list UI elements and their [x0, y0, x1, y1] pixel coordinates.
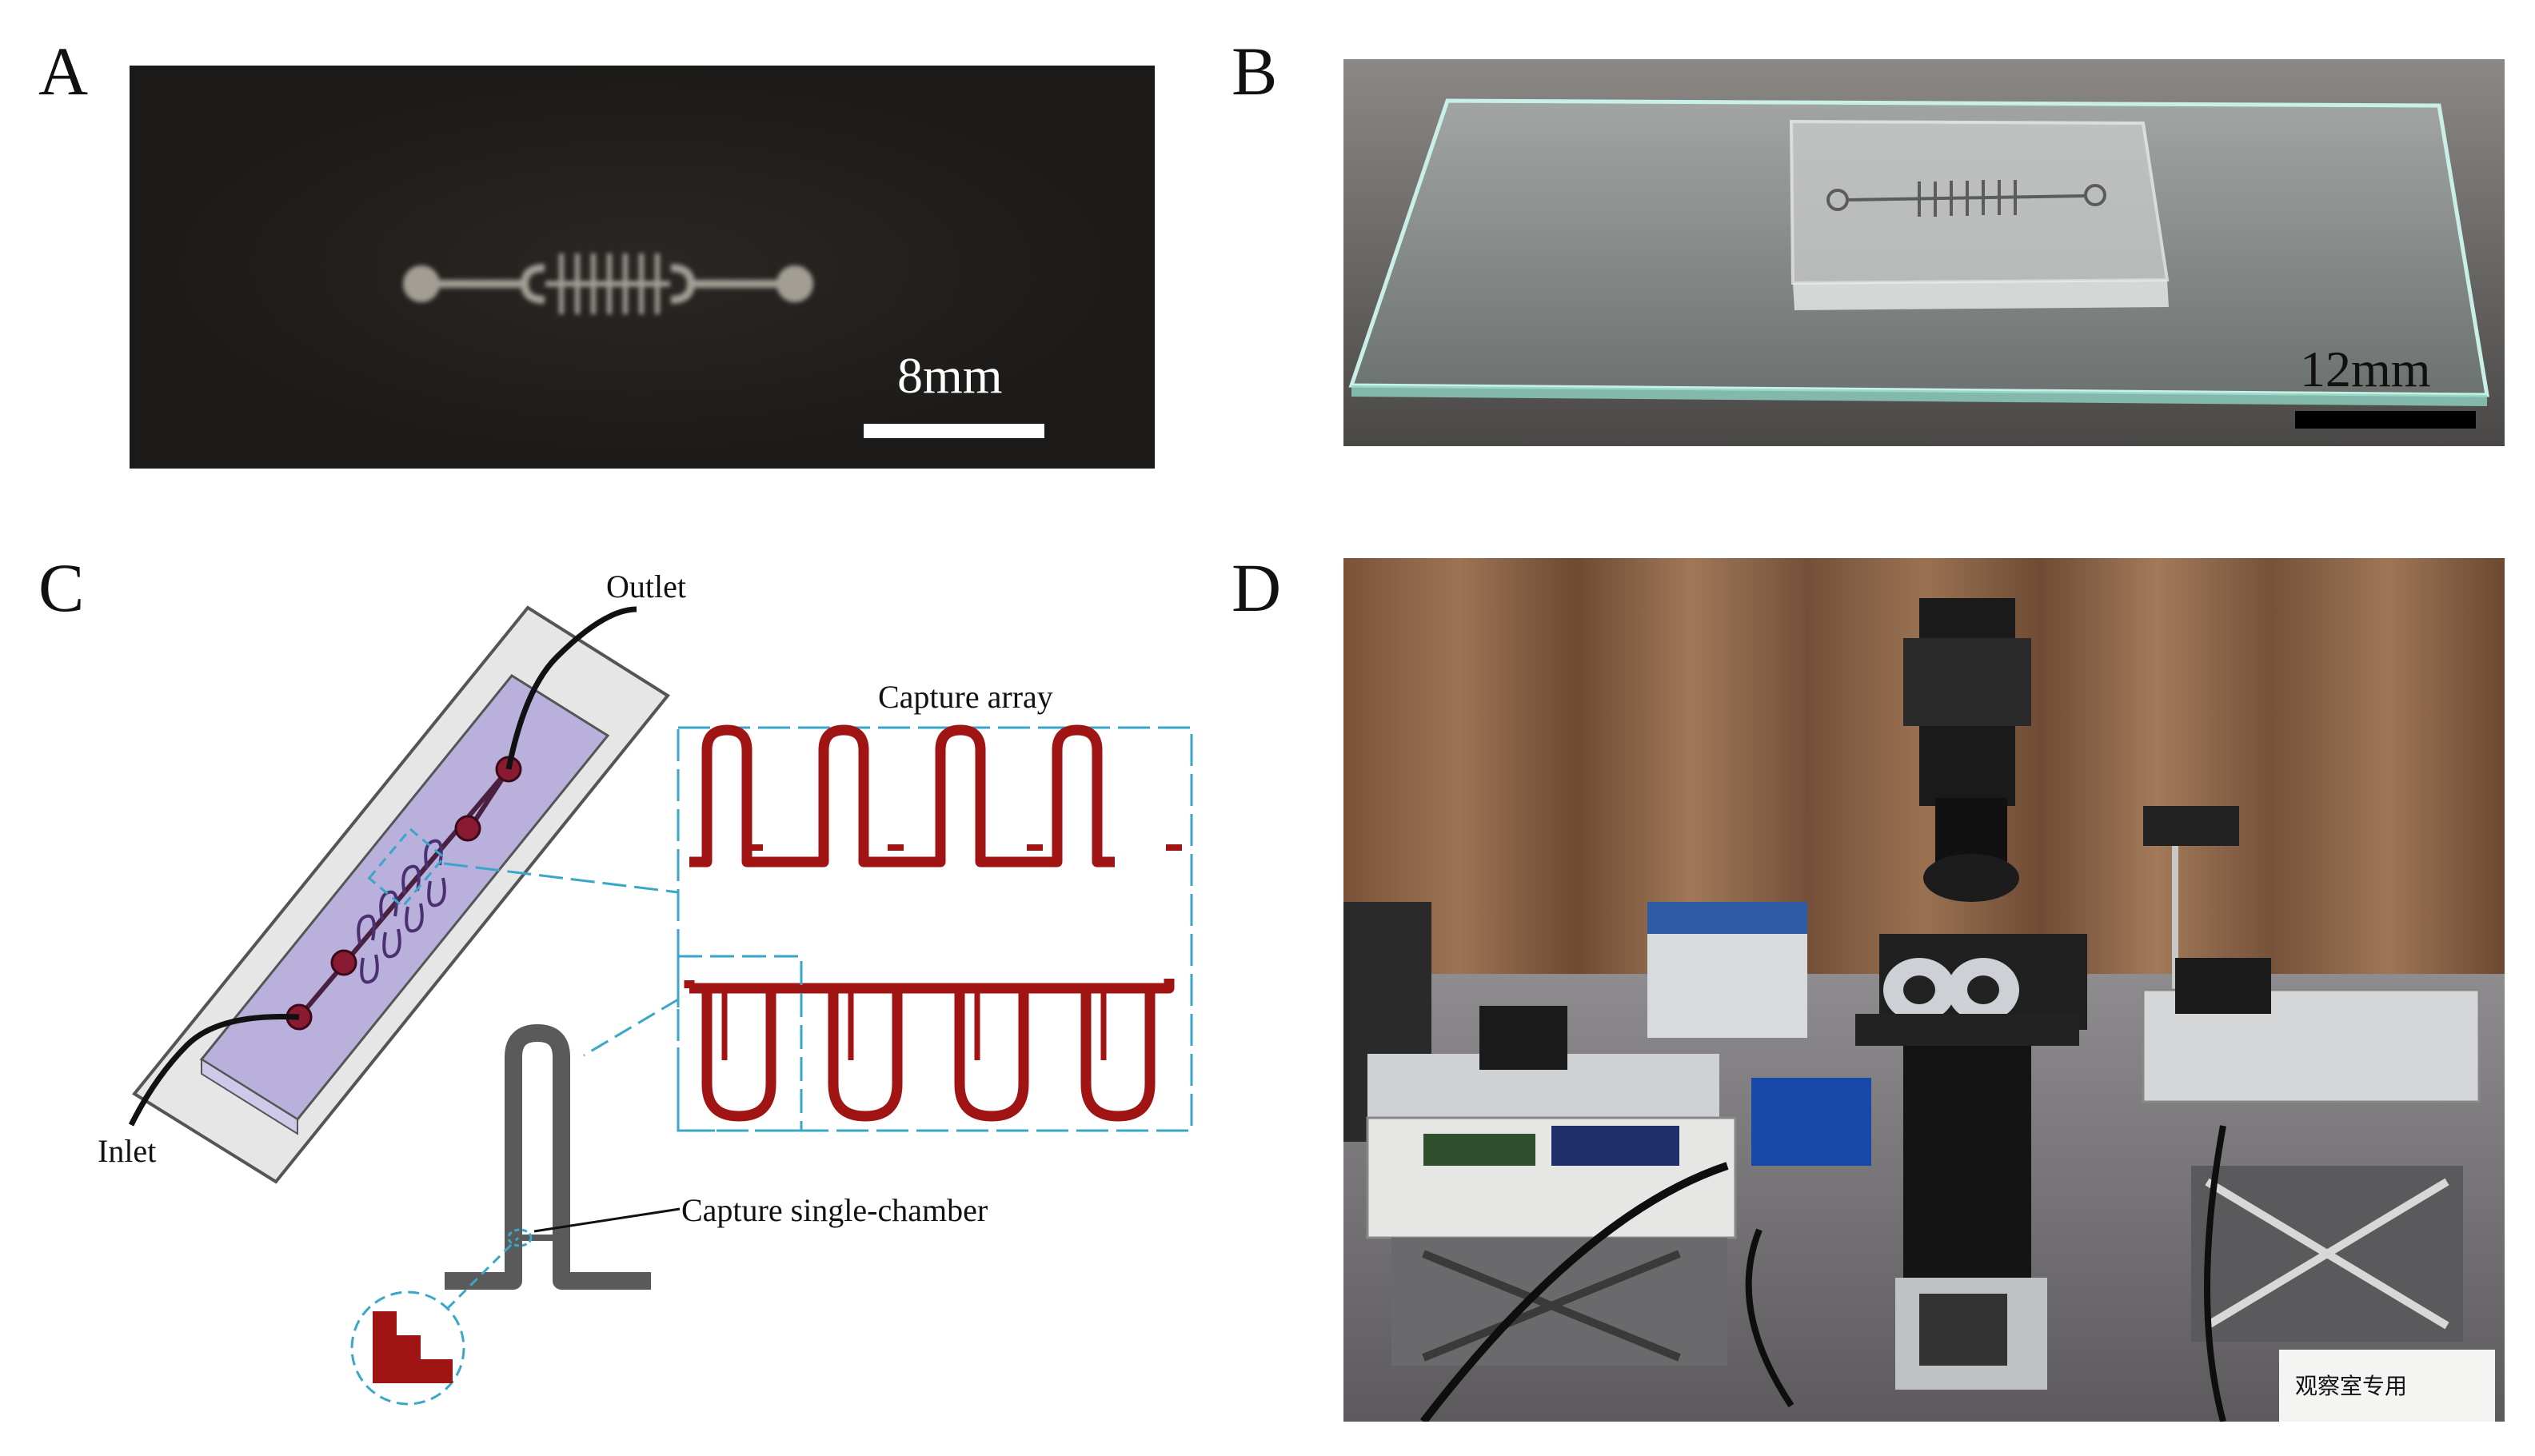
- panel-d-photo: 观察室专用: [1343, 558, 2505, 1422]
- scale-bar-b: [2295, 411, 2476, 429]
- capture-array-bottom: [684, 979, 1175, 1122]
- panel-d-letter: D: [1232, 549, 1282, 626]
- zoom-detail-red: [373, 1311, 453, 1383]
- chip-slide-outline: [132, 605, 670, 1184]
- capture-array-label: Capture array: [878, 679, 1053, 715]
- chip-pdms-block: [199, 674, 610, 1121]
- outlet-label: Outlet: [606, 568, 686, 604]
- inlet-tube: [128, 1013, 300, 1127]
- panel-a-photo: 8mm: [130, 66, 1155, 469]
- capture-single-chamber-label: Capture single-chamber: [681, 1192, 988, 1228]
- scale-label-b: 12mm: [2300, 341, 2431, 397]
- panel-b-letter: B: [1232, 33, 1278, 110]
- glass-slide-chip-photo: [1343, 59, 2505, 446]
- capture-array-box: [677, 726, 1193, 1132]
- scale-bar-a: [864, 424, 1044, 438]
- chip-channel-loops: [357, 839, 446, 984]
- panel-a-letter: A: [38, 33, 89, 110]
- sign-text: 观察室专用: [2295, 1373, 2408, 1399]
- panel-b-photo: 12mm: [1343, 59, 2505, 446]
- inlet-label: Inlet: [98, 1133, 157, 1169]
- panel-c-letter: C: [38, 549, 85, 626]
- chip-photo-dark: [130, 66, 1155, 469]
- capture-array-top: [689, 724, 1182, 868]
- outlet-tube: [505, 606, 637, 770]
- zoom-circle: [350, 1290, 465, 1406]
- single-chamber-shape: [445, 1024, 651, 1290]
- chip-ports: [285, 756, 522, 1031]
- scale-label-a: 8mm: [897, 347, 1003, 404]
- single-chamber-highlight: [677, 955, 803, 1132]
- lab-setup-photo: [1343, 558, 2505, 1422]
